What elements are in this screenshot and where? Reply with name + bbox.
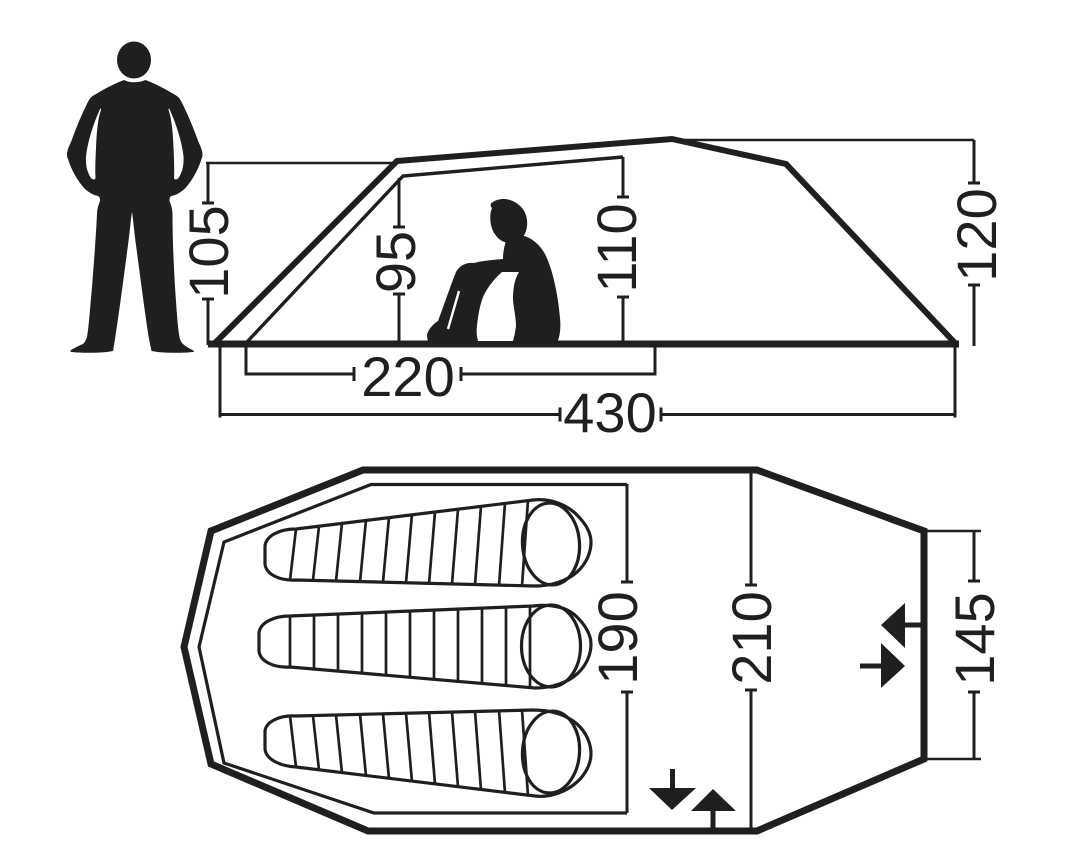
svg-text:210: 210 [720, 591, 783, 684]
svg-text:120: 120 [945, 188, 1008, 281]
svg-text:220: 220 [361, 345, 454, 408]
svg-text:95: 95 [364, 231, 427, 293]
svg-text:105: 105 [177, 205, 240, 298]
svg-text:190: 190 [586, 591, 649, 684]
svg-text:430: 430 [563, 381, 656, 444]
svg-text:145: 145 [943, 592, 1006, 685]
svg-text:110: 110 [585, 203, 648, 292]
